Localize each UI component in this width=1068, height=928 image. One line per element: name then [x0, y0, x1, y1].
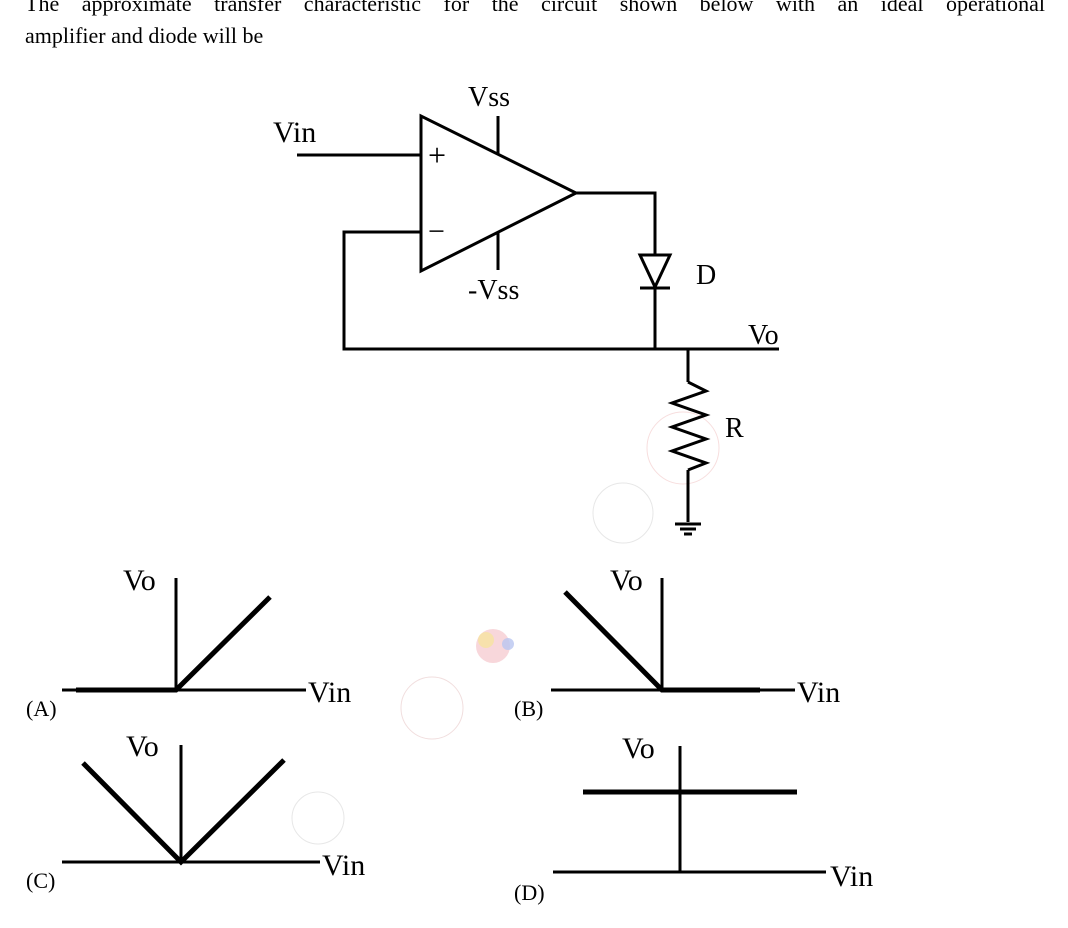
question-line-2: amplifier and diode will be: [25, 23, 264, 48]
plus-sign: +: [428, 137, 446, 173]
neg-vss-label: -Vss: [468, 275, 519, 306]
question-text: The approximate transfer characteristic …: [25, 0, 1045, 52]
ground-symbol: [675, 522, 701, 536]
option-b-graph: Vo Vin (B): [514, 564, 840, 721]
opamp-circuit: Vin + − Vss -Vss D Vo R: [273, 82, 779, 536]
option-d-graph: Vo Vin (D): [514, 732, 873, 905]
option-a-x-label: Vin: [308, 676, 351, 709]
option-a-letter: (A): [26, 696, 57, 721]
feedback-wire: [342, 230, 655, 351]
option-a-y-label: Vo: [123, 564, 156, 597]
vss-label: Vss: [468, 82, 510, 113]
option-a-graph: Vo Vin (A): [26, 564, 351, 721]
vo-label: Vo: [748, 320, 779, 351]
option-b-letter: (B): [514, 696, 543, 721]
option-b-curve: [563, 590, 760, 693]
diode-label: D: [696, 260, 716, 291]
option-c-x-label: Vin: [322, 849, 365, 882]
resistor-label: R: [725, 413, 744, 444]
option-b-y-label: Vo: [610, 564, 643, 597]
option-d-y-label: Vo: [622, 732, 655, 765]
option-a-curve: [76, 595, 272, 693]
option-d-x-label: Vin: [830, 860, 873, 893]
option-d-letter: (D): [514, 880, 545, 905]
watermark: [291, 411, 720, 845]
option-c-graph: Vo Vin (C): [26, 730, 365, 893]
question-line-1: The approximate transfer characteristic …: [25, 0, 1045, 16]
option-c-curve: [81, 758, 286, 866]
option-b-x-label: Vin: [797, 676, 840, 709]
vin-label: Vin: [273, 116, 316, 149]
minus-sign: −: [428, 215, 445, 248]
option-c-letter: (C): [26, 868, 55, 893]
resistor-symbol: [667, 349, 711, 522]
diode-symbol: [637, 253, 673, 349]
output-wire: [576, 191, 657, 254]
option-c-y-label: Vo: [126, 730, 159, 763]
